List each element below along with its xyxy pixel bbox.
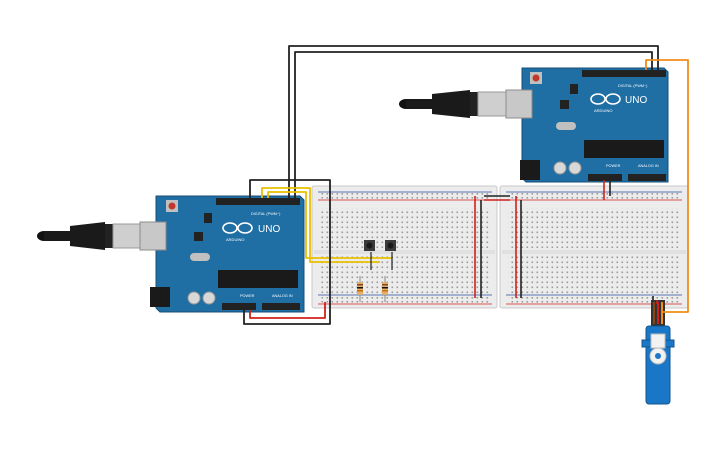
arduino-uno-1[interactable]: UNO ARDUINO DIGITAL (PWM~) POWER ANALOG … [139,195,305,313]
board-brand-label: ARDUINO [594,108,612,113]
pushbutton-1[interactable] [364,240,375,251]
analog-header-label: ANALOG IN [638,164,659,168]
wire-orange-servo [645,59,689,313]
power-header-label: POWER [606,164,621,168]
arduino-uno-2[interactable]: UNO ARDUINO DIGITAL (PWM~) POWER ANALOG … [505,67,669,183]
board-model-label: UNO [625,95,647,106]
wire-red-vcc [249,302,326,319]
digital-header-label: DIGITAL (PWM~) [251,212,281,216]
board-brand-label: ARDUINO [226,237,244,242]
analog-header-label: ANALOG IN [272,294,293,298]
arduino-logo-icon [222,222,253,234]
power-header-label: POWER [240,294,255,298]
arduino-logo-icon [590,93,621,105]
usb-cable-2[interactable] [399,90,509,118]
usb-cable-1[interactable] [37,222,142,250]
wire-black-top-inner [294,51,653,198]
wire-yellow-1 [261,187,380,263]
wires [243,45,689,325]
resistor-2[interactable] [382,276,388,302]
wire-yellow-2 [267,191,392,259]
micro-servo[interactable] [641,300,675,405]
wire-black-gnd [243,179,331,325]
breadboard-left[interactable] [311,185,498,309]
breadboard-right[interactable] [499,185,689,309]
resistor-1[interactable] [357,276,363,302]
board-model-label: UNO [258,224,280,235]
digital-header-label: DIGITAL (PWM~) [618,84,648,88]
pushbutton-2[interactable] [385,240,396,251]
wire-black-top-outer [288,45,659,198]
